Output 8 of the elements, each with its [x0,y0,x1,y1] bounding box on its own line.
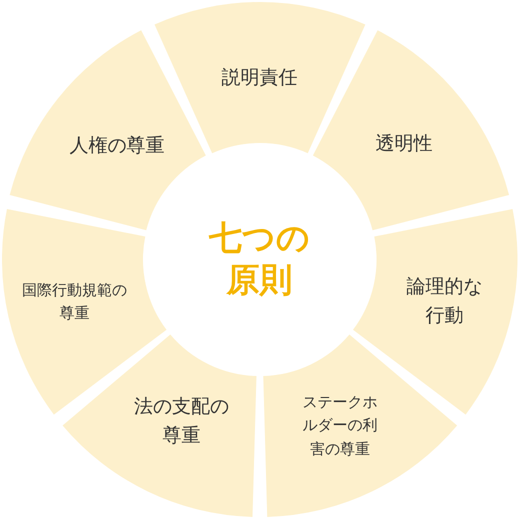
segment-label: 人権の尊重 [68,133,166,158]
segment-label: 説明責任 [220,64,298,90]
segment-label: 国際行動規範の尊重 [20,280,128,324]
center-title: 七つの原則 [208,216,311,302]
segment-label: 法の支配の尊重 [132,394,230,449]
segment-label: ステークホルダーの利害の尊重 [301,392,378,460]
segment-label: 論理的な行動 [406,274,484,329]
segment-label: 透明性 [374,131,434,156]
